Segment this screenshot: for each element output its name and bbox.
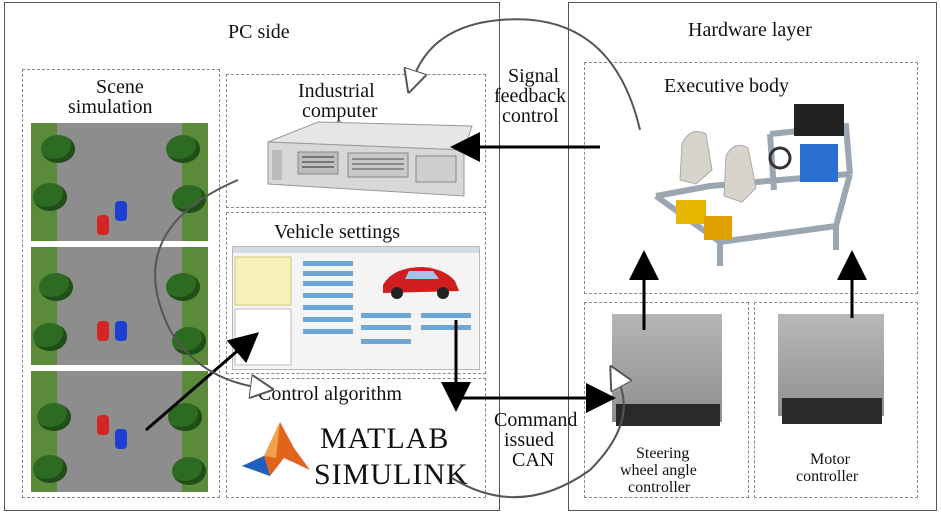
left-loop-curve <box>154 179 262 388</box>
command-label-line2: issued <box>504 429 554 451</box>
steering-label-line1: Steering <box>636 445 690 462</box>
industrial-label-line2: computer <box>302 100 378 122</box>
signal-label-line2: feedback <box>494 85 567 107</box>
command-label-line1: Command <box>494 409 578 431</box>
hardware-layer-title: Hardware layer <box>688 19 812 41</box>
matlab-wordmark: MATLAB <box>320 422 450 455</box>
scene-to-settings-arrow <box>145 332 260 432</box>
simulink-wordmark: SIMULINK <box>314 458 469 491</box>
pc-side-title: PC side <box>228 21 290 43</box>
industrial-pc-image <box>267 121 473 197</box>
signal-label-line3: control <box>502 105 559 127</box>
bottom-loop-curve <box>451 376 624 499</box>
motor-controller-box <box>754 302 918 498</box>
scene-label-line2: simulation <box>68 96 153 118</box>
matlab-logo <box>242 422 310 476</box>
steering-label-line2: wheel angle <box>620 462 697 479</box>
pc-side-panel <box>4 2 500 511</box>
top-loop-curve <box>412 18 641 131</box>
control-algorithm-box <box>226 378 486 498</box>
executive-body-box <box>584 62 918 294</box>
executive-body-label: Executive body <box>664 75 789 97</box>
scene-label-line1: Scene <box>96 76 144 98</box>
road-scene-image-1 <box>31 123 208 241</box>
steering-label-line3: controller <box>628 479 691 496</box>
motor-ecu-connector <box>782 398 882 424</box>
vehicle-settings-label: Vehicle settings <box>274 221 401 243</box>
steering-ecu-connector <box>616 404 720 426</box>
hardware-layer-panel <box>568 2 937 511</box>
driving-simulator-rig-image <box>654 104 853 266</box>
vehicle-settings-box <box>226 212 486 374</box>
motor-label-line2: controller <box>796 468 859 485</box>
motor-label-line1: Motor <box>810 451 850 468</box>
command-label-line3: CAN <box>512 449 555 471</box>
control-algorithm-label: Control algorithm <box>258 383 402 405</box>
industrial-computer-box <box>226 74 486 208</box>
steering-controller-box <box>584 302 749 498</box>
software-window-image <box>232 246 480 370</box>
scene-simulation-box <box>22 69 220 498</box>
signal-label-line1: Signal <box>508 65 560 87</box>
road-scene-image-2 <box>31 247 208 365</box>
industrial-label-line1: Industrial <box>298 80 375 102</box>
